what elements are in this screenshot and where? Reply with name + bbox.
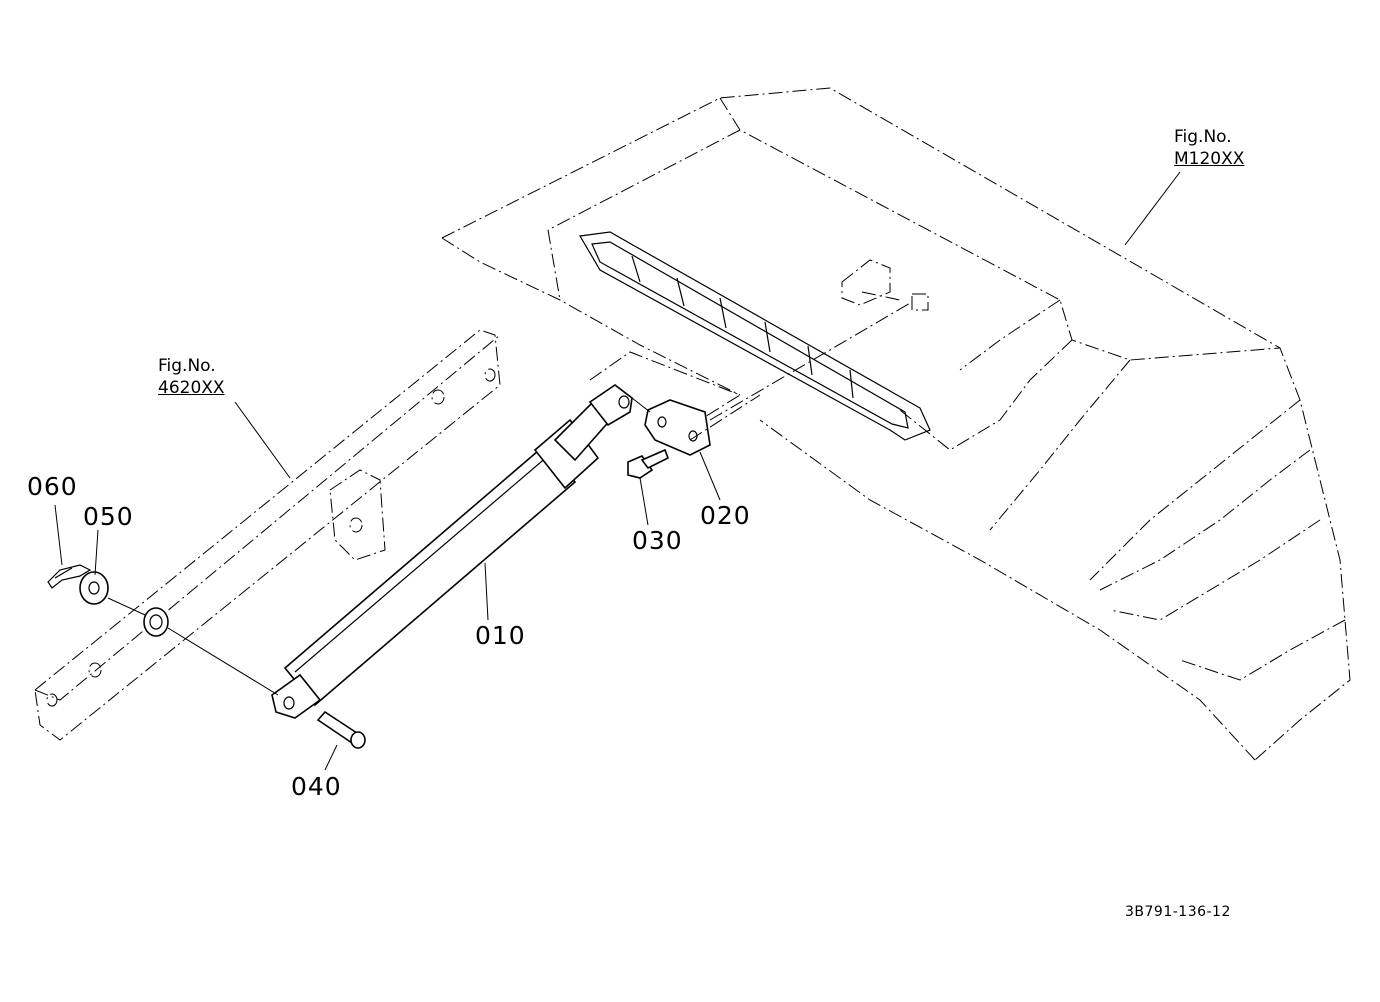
part-label-040: 040 [291,772,342,801]
clip-060 [47,564,92,589]
fig-ref-top-label: Fig.No. [1174,127,1232,147]
part-label-050: 050 [83,502,134,531]
spacer-collar [143,607,169,637]
bracket-020 [644,399,711,456]
fig-left-leader [234,401,291,479]
gas-spring-010 [271,384,633,719]
part-label-010: 010 [475,621,526,650]
part-label-060: 060 [27,472,78,501]
part-leaders [54,301,913,771]
frame-bracket-phantom [34,329,501,741]
bonnet-latch-bracket [841,259,929,311]
pin-040 [316,710,366,749]
fig-ref-top-code: M120XX [1174,149,1245,169]
bonnet-vent-grille [579,231,931,441]
drawing-code: 3B791-136-12 [1125,904,1231,920]
bonnet-phantom-outline [441,87,1351,761]
fig-ref-top: Fig.No. M120XX [1174,126,1244,170]
part-label-020: 020 [700,501,751,530]
fig-top-leader [1124,171,1181,246]
washer-050 [79,571,109,605]
fig-ref-left-label: Fig.No. [158,356,216,376]
fig-ref-left: Fig.No. 4620XX [158,355,225,399]
part-label-030: 030 [632,526,683,555]
fig-ref-left-code: 4620XX [158,378,225,398]
bolt-030 [627,448,670,479]
